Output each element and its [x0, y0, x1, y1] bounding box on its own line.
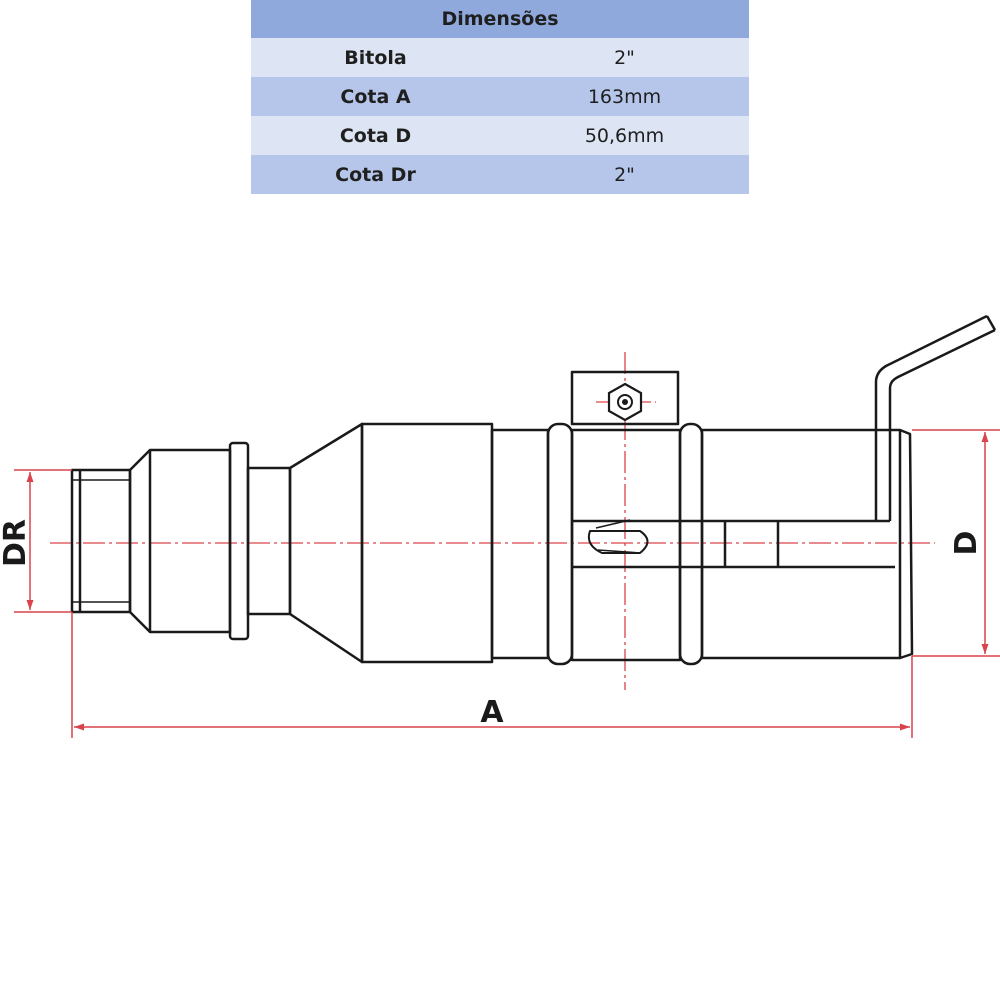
lever-handle	[874, 314, 997, 523]
outlet-pipe	[572, 428, 914, 660]
nozzle-outline	[70, 314, 997, 666]
row-label-bitola: Bitola	[251, 38, 500, 77]
dimension-label-d: D	[949, 531, 984, 556]
row-label-cota-a: Cota A	[251, 77, 500, 116]
table-row: Cota D 50,6mm	[251, 116, 749, 155]
neck	[246, 466, 292, 616]
row-label-cota-d: Cota D	[251, 116, 500, 155]
hex-nut-icon	[607, 382, 643, 422]
row-value-cota-a: 163mm	[500, 77, 749, 116]
dimension-label-dr: DR	[0, 519, 33, 567]
dimensions-table: Dimensões Bitola 2" Cota A 163mm Cota D …	[251, 0, 749, 194]
table-title: Dimensões	[251, 0, 749, 38]
hex-body	[128, 448, 232, 634]
row-value-bitola: 2"	[500, 38, 749, 77]
table-header-row: Dimensões	[251, 0, 749, 38]
row-label-cota-dr: Cota Dr	[251, 155, 500, 194]
dimension-lines	[14, 429, 1000, 738]
row-value-cota-dr: 2"	[500, 155, 749, 194]
latch-slot	[587, 530, 649, 554]
table-row: Cota A 163mm	[251, 77, 749, 116]
table-row: Bitola 2"	[251, 38, 749, 77]
dimension-label-a: A	[480, 695, 504, 730]
threaded-end	[70, 468, 132, 614]
table-row: Cota Dr 2"	[251, 155, 749, 194]
retaining-ring	[228, 441, 250, 641]
row-value-cota-d: 50,6mm	[500, 116, 749, 155]
